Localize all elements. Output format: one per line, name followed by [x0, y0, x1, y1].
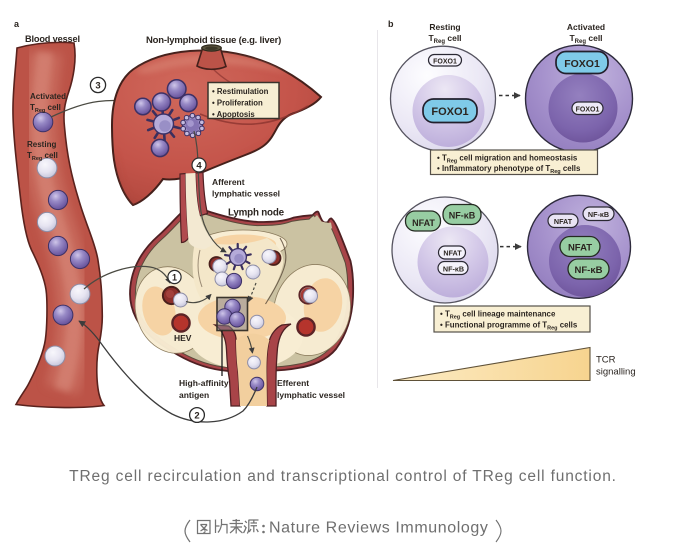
svg-text:Activated: Activated: [30, 92, 66, 101]
svg-text:NFAT: NFAT: [412, 218, 435, 228]
svg-text:• TReg cell migration and home: • TReg cell migration and homeostasis: [437, 154, 578, 165]
svg-text:NFAT: NFAT: [568, 242, 592, 253]
svg-text:• Proliferation: • Proliferation: [212, 99, 263, 108]
svg-text:NF-κB: NF-κB: [575, 265, 603, 276]
svg-text:• Functional programme of TReg: • Functional programme of TReg cells: [440, 321, 578, 332]
svg-text:FOXO1: FOXO1: [433, 58, 457, 65]
svg-text:HEV: HEV: [174, 333, 192, 343]
svg-text:b: b: [388, 19, 394, 29]
svg-text:NF-κB: NF-κB: [449, 211, 476, 221]
svg-text:NF-κB: NF-κB: [588, 210, 609, 219]
svg-text:2: 2: [194, 411, 199, 422]
svg-text:4: 4: [196, 161, 202, 172]
svg-text:FOXO1: FOXO1: [431, 106, 468, 118]
svg-text:Afferent: Afferent: [212, 177, 245, 187]
svg-text:NF-κB: NF-κB: [443, 264, 464, 273]
svg-text:NFAT: NFAT: [554, 217, 573, 226]
svg-text:• TReg cell lineage maintenanc: • TReg cell lineage maintenance: [440, 310, 556, 321]
svg-text:FOXO1: FOXO1: [564, 58, 600, 70]
svg-text:TReg cell recirculation and tr: TReg cell recirculation and transcriptio…: [69, 468, 617, 485]
svg-text:• Inflammatory phenotype of TR: • Inflammatory phenotype of TReg cells: [437, 164, 581, 175]
svg-text:TReg cell: TReg cell: [30, 103, 61, 114]
svg-text:High-affinity: High-affinity: [179, 378, 229, 388]
svg-text:Efferent: Efferent: [277, 378, 309, 388]
svg-text:Activated: Activated: [567, 22, 605, 32]
svg-text:NFAT: NFAT: [443, 248, 462, 257]
svg-text:FOXO1: FOXO1: [576, 106, 600, 113]
svg-text:a: a: [14, 19, 20, 29]
svg-text:Resting: Resting: [27, 140, 56, 149]
svg-text:antigen: antigen: [179, 390, 209, 400]
svg-text:Blood vessel: Blood vessel: [25, 34, 80, 44]
svg-text:Lymph node: Lymph node: [228, 208, 285, 219]
svg-text:TCR: TCR: [596, 355, 616, 366]
svg-text:Nature Reviews Immunology: Nature Reviews Immunology: [269, 520, 489, 537]
svg-text:Non-lymphoid tissue (e.g. live: Non-lymphoid tissue (e.g. liver): [146, 35, 281, 46]
svg-text:1: 1: [172, 273, 177, 283]
svg-text:TReg cell: TReg cell: [27, 151, 58, 162]
svg-text:lymphatic vessel: lymphatic vessel: [212, 189, 280, 199]
svg-text:• Apoptosis: • Apoptosis: [212, 110, 255, 119]
svg-text:• Restimulation: • Restimulation: [212, 87, 269, 96]
svg-text:TReg cell: TReg cell: [569, 33, 602, 45]
svg-text:lymphatic vessel: lymphatic vessel: [277, 390, 345, 400]
svg-text:3: 3: [95, 81, 100, 92]
svg-text:signalling: signalling: [596, 367, 636, 378]
svg-text:Resting: Resting: [429, 22, 460, 32]
svg-text:TReg cell: TReg cell: [428, 33, 461, 45]
